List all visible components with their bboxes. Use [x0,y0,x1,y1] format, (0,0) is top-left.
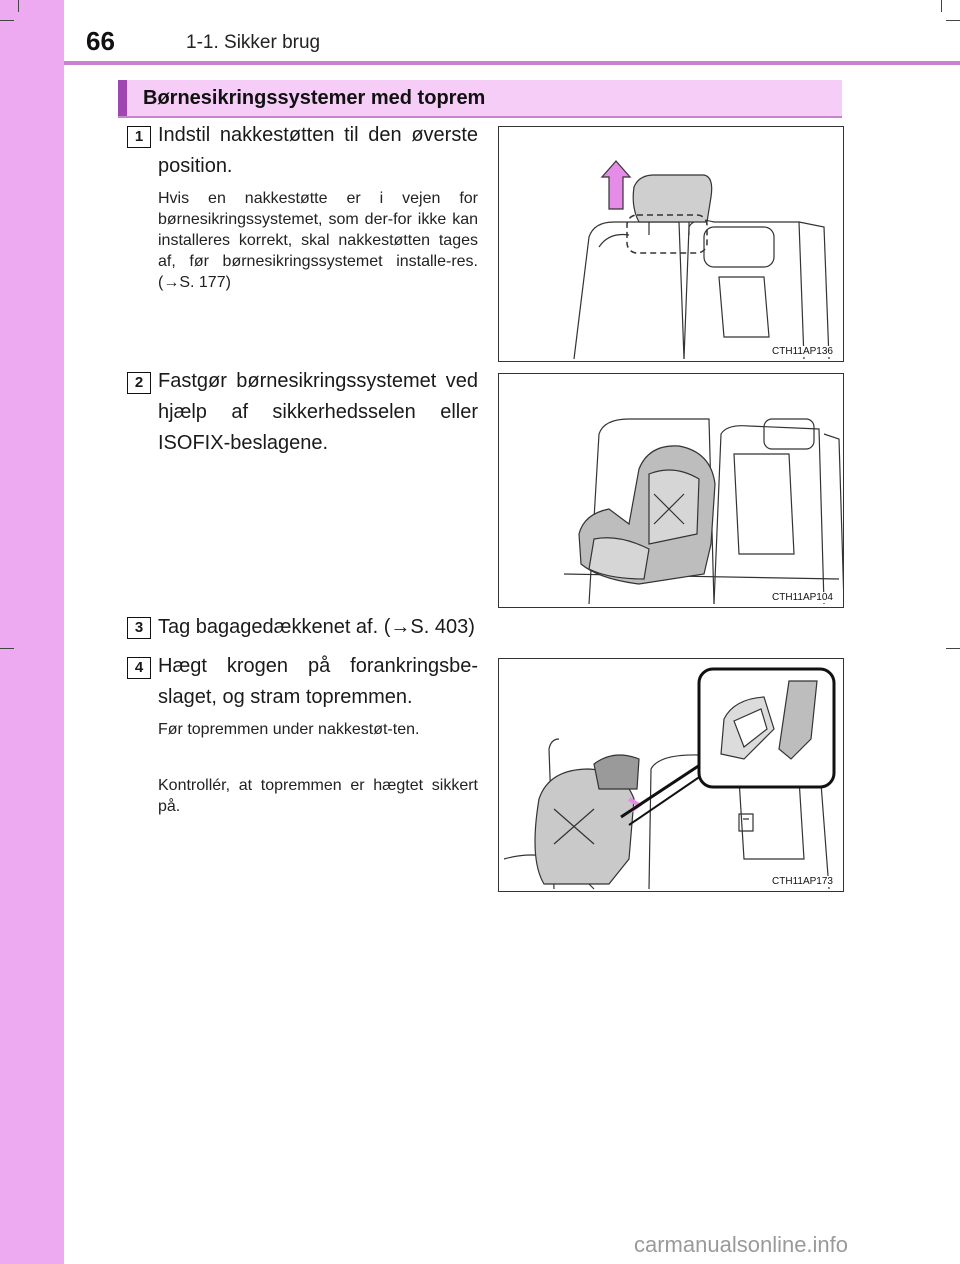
step-4-text: Hægt krogen på forankringsbe-slaget, og … [158,655,478,708]
crop-mark [18,0,19,12]
figure-code: CTH11AP104 [770,592,835,603]
heading-rule [118,116,842,118]
page-number: 66 [86,26,115,56]
step-1-note: Hvis en nakkestøtte er i vejen for børne… [158,190,478,291]
section-title: 1-1. Sikker brug [186,32,321,53]
figure-child-seat: CTH11AP104 [498,373,844,608]
figure-top-tether: CTH11AP173 [498,658,844,892]
step-4-note-1: Før topremmen under nakkestøt-ten. [158,721,420,738]
figure-code: CTH11AP136 [770,346,835,357]
child-seat-illustration [563,418,843,605]
side-band [0,0,64,1264]
watermark: carmanualsonline.info [634,1232,849,1257]
crop-mark [946,648,960,649]
step-4-note-2: Kontrollér, at topremmen er hægtet sikke… [158,777,478,815]
step-2-text: Fastgør børnesikringssystemet ved hjælp … [158,370,478,454]
figure-headrest: CTH11AP136 [498,126,844,362]
step-number-2: 2 [127,372,151,394]
step-number-1: 1 [127,126,151,148]
top-tether-illustration [503,667,836,890]
step-number-3: 3 [127,617,151,639]
step-1-text: Indstil nakkestøtten til den øverste pos… [158,124,478,177]
crop-mark [0,648,14,649]
step-3-text: Tag bagagedækkenet af. (→S. 403) [158,616,475,638]
section-heading: Børnesikringssystemer med toprem [118,80,842,116]
step-number-4: 4 [127,657,151,679]
crop-mark [946,20,960,21]
header-rule [64,61,960,65]
section-heading-text: Børnesikringssystemer med toprem [143,87,486,109]
headrest-illustration [573,160,830,360]
crop-mark [0,20,14,21]
crop-mark [941,0,942,12]
figure-code: CTH11AP173 [770,876,835,887]
